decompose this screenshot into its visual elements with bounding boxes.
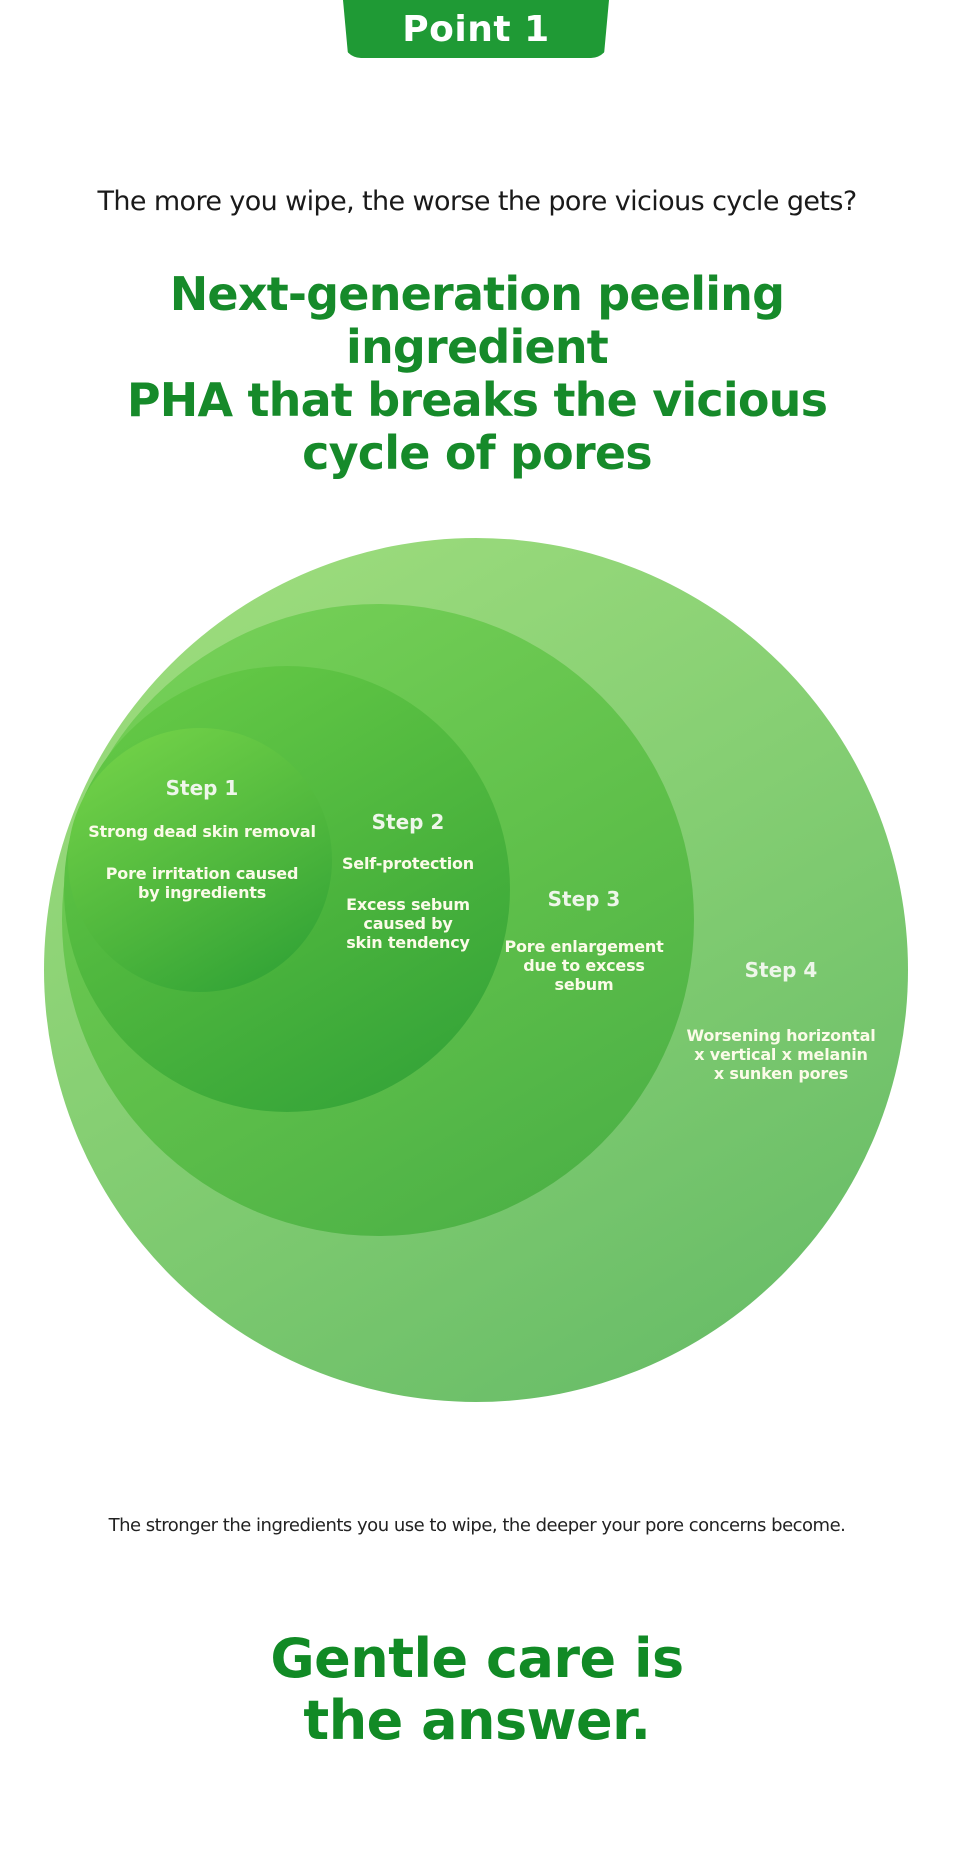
answer-line: Gentle care is [270, 1627, 684, 1690]
step-1-circle [68, 728, 332, 992]
step-3-desc-line: due to excess [523, 956, 645, 975]
step-3-label: Step 3 Pore enlargement due to excess se… [494, 887, 674, 994]
step-3-desc-line: Pore enlargement [504, 937, 664, 956]
step-2-desc-line: Self-protection [341, 854, 475, 873]
step-2-desc-line: caused by [363, 914, 453, 933]
step-4-desc-line: x vertical x melanin [694, 1045, 868, 1064]
step-1-desc-line: by ingredients [137, 883, 267, 902]
step-1-title: Step 1 [165, 776, 239, 800]
bottom-caption: The stronger the ingredients you use to … [108, 1515, 846, 1536]
step-2-label: Step 2 Self-protection Excess sebum caus… [318, 810, 498, 952]
intro-subtitle: The more you wipe, the worse the pore vi… [97, 186, 857, 217]
step-1-label: Step 1 Strong dead skin removal Pore irr… [72, 776, 332, 902]
step-3-desc-line: sebum [554, 975, 614, 994]
headline-line: Next-generation peeling ingredient [169, 267, 785, 374]
answer-headline: Gentle care is the answer. [0, 1628, 954, 1752]
step-4-desc-line: x sunken pores [713, 1064, 849, 1083]
step-2-desc-line: Excess sebum [346, 895, 470, 914]
answer-line: the answer. [303, 1689, 651, 1752]
point-tab: Point 1 [343, 0, 609, 58]
intro-headline: Next-generation peeling ingredient PHA t… [40, 268, 914, 480]
headline-line: PHA that breaks the vicious [126, 373, 828, 427]
step-4-desc-line: Worsening horizontal [686, 1026, 876, 1045]
step-4-label: Step 4 Worsening horizontal x vertical x… [676, 958, 886, 1083]
step-1-desc-line: Pore irritation caused [105, 864, 299, 883]
step-4-title: Step 4 [744, 958, 818, 982]
step-1-desc-line: Strong dead skin removal [88, 822, 316, 841]
point-tab-label: Point 1 [402, 8, 550, 50]
step-2-title: Step 2 [371, 810, 445, 834]
step-3-title: Step 3 [547, 887, 621, 911]
headline-line: cycle of pores [302, 426, 653, 480]
step-2-desc-line: skin tendency [346, 933, 470, 952]
